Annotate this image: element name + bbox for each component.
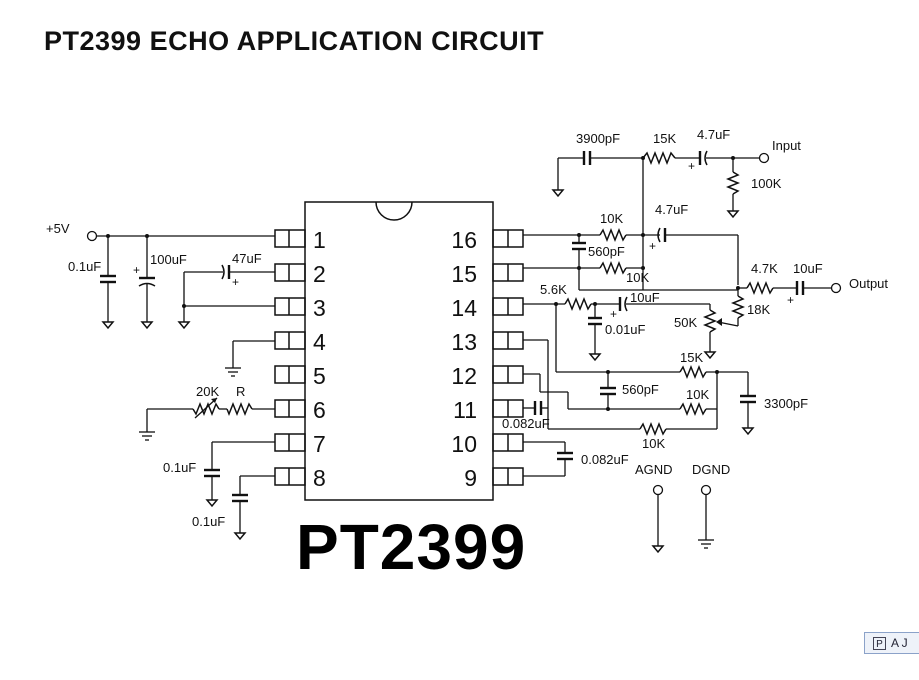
svg-text:+: + [787, 293, 794, 307]
pin-14-number: 14 [451, 295, 477, 321]
pin-6-number: 6 [313, 397, 326, 423]
pin-3-number: 3 [313, 295, 326, 321]
svg-text:+: + [133, 263, 140, 277]
vcc-node [86, 230, 275, 242]
ime-text: A J [891, 636, 908, 650]
pin-5-number: 5 [313, 363, 326, 389]
pin-4-number: 4 [313, 329, 326, 355]
cap-pin7-label: 0.1uF [163, 460, 196, 475]
res-100k-label: 100K [751, 176, 782, 191]
pin-11-number: 11 [453, 397, 477, 423]
pin-2-number: 2 [313, 261, 326, 287]
agnd-terminal [651, 484, 665, 554]
res-5-6k-label: 5.6K [540, 282, 567, 297]
input-label: Input [772, 138, 801, 153]
ime-icon[interactable]: P [873, 636, 886, 650]
output-label: Output [849, 276, 888, 291]
res-15k-b-label: 15K [680, 350, 703, 365]
vcc-label: +5V [46, 221, 70, 236]
svg-text:+: + [649, 239, 656, 253]
cap-47uf-b-label: 4.7uF [655, 202, 688, 217]
diagram-title: PT2399 ECHO APPLICATION CIRCUIT [44, 26, 545, 56]
cap-vcc-small-label: 0.1uF [68, 259, 101, 274]
pin16-15-network: + [523, 227, 740, 291]
ic-body [304, 201, 494, 501]
cap-0-082uf-b-label: 0.082uF [581, 452, 629, 467]
res-10k-c-label: 10K [686, 387, 709, 402]
res-10k-a-label: 10K [600, 211, 623, 226]
cap-560pf-a-label: 560pF [588, 244, 625, 259]
cap-10uf-14-label: 10uF [630, 290, 660, 305]
cap-0-01uf-label: 0.01uF [605, 322, 646, 337]
left-pins [274, 229, 306, 486]
res-10k-b-label: 10K [626, 270, 649, 285]
res-4-7k-label: 4.7K [751, 261, 778, 276]
res-20k-label: 20K [196, 384, 219, 399]
pin-7-number: 7 [313, 431, 326, 457]
pin-13-number: 13 [451, 329, 477, 355]
chip-name: PT2399 [296, 511, 527, 583]
filter-network [523, 339, 756, 477]
pin-8-number: 8 [313, 465, 326, 491]
svg-text:+: + [232, 275, 239, 289]
res-10k-d-label: 10K [642, 436, 665, 451]
pin6-resistors [139, 397, 275, 441]
pin-12-number: 12 [451, 363, 477, 389]
cap-47uf-in-label: 4.7uF [697, 127, 730, 142]
pin-1-number: 1 [313, 227, 326, 253]
dgnd-label: DGND [692, 462, 730, 477]
pin4-ground [225, 340, 275, 377]
agnd-label: AGND [635, 462, 673, 477]
language-bar-widget[interactable]: P A J [864, 632, 919, 654]
svg-text:+: + [688, 159, 695, 173]
cap-47uf-label: 47uF [232, 251, 262, 266]
cap-pin8-label: 0.1uF [192, 514, 225, 529]
res-15k-in-label: 15K [653, 131, 676, 146]
pin-16-number: 16 [451, 227, 477, 253]
cap-47uf: + [177, 264, 275, 330]
cap-10uf-out-label: 10uF [793, 261, 823, 276]
dgnd-terminal [698, 484, 714, 549]
right-pins [492, 229, 524, 486]
cap-3300pf-label: 3300pF [764, 396, 808, 411]
pot-50k-label: 50K [674, 315, 697, 330]
cap-3900pf-label: 3900pF [576, 131, 620, 146]
cap-vcc-small [100, 236, 116, 330]
input-network: + [551, 150, 770, 290]
cap-0-082uf-a-label: 0.082uF [502, 416, 550, 431]
cap-vcc-big-label: 100uF [150, 252, 187, 267]
pin-15-number: 15 [451, 261, 477, 287]
cap-560pf-b-label: 560pF [622, 382, 659, 397]
pin14-network: + [523, 296, 739, 373]
pin-10-number: 10 [451, 431, 477, 457]
cap-pin8 [232, 475, 275, 541]
res-18k-label: 18K [747, 302, 770, 317]
res-r-label: R [236, 384, 245, 399]
pin-9-number: 9 [464, 465, 477, 491]
cap-pin7 [204, 441, 275, 508]
cap-vcc-big: + [133, 236, 156, 330]
svg-text:+: + [610, 307, 617, 321]
output-network: + [730, 280, 842, 326]
